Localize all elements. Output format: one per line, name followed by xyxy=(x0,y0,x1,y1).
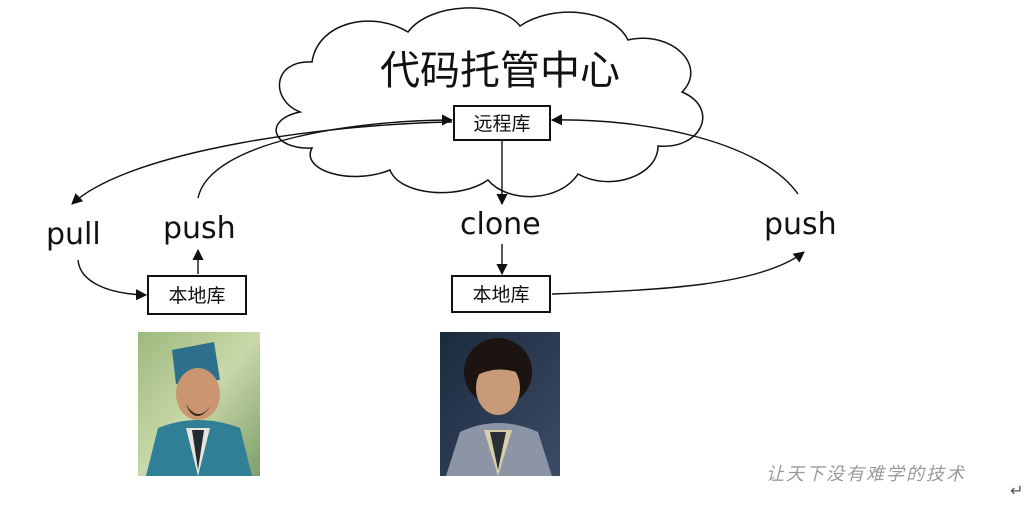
person-portrait-right-icon xyxy=(440,332,560,476)
pull-label: pull xyxy=(46,217,101,252)
clone-label: clone xyxy=(460,207,541,242)
paragraph-mark-icon: ↵ xyxy=(1010,481,1023,500)
left-local-repo-box xyxy=(147,275,247,315)
remote-repo-box xyxy=(453,105,551,141)
right-local-repo-box xyxy=(451,275,551,313)
code-hosting-cloud: 代码托管中心 xyxy=(275,7,704,198)
push-right-arrow-arc xyxy=(550,114,799,195)
pull-arrow-upper xyxy=(71,121,453,205)
left-local-repo-label: 本地库 xyxy=(168,285,225,307)
right-local-repo: 本地库 xyxy=(451,275,551,313)
cloud-title: 代码托管中心 xyxy=(380,48,620,94)
pull-arrow-lower xyxy=(77,259,148,301)
left-local-repo: 本地库 xyxy=(147,275,247,315)
cloud-shape xyxy=(275,7,704,198)
remote-repo-label: 远程库 xyxy=(473,113,530,135)
right-local-repo-label: 本地库 xyxy=(472,284,529,306)
push-left-arrow-arc xyxy=(197,114,454,199)
push-right-arrow-lower xyxy=(551,251,805,295)
push-right-label: push xyxy=(764,207,837,242)
watermark-text: 让天下没有难学的技术 xyxy=(766,464,966,485)
person-portrait-left-icon xyxy=(138,332,260,476)
push-left-label: push xyxy=(163,211,236,246)
arrows xyxy=(71,114,805,301)
remote-repo: 远程库 xyxy=(453,105,551,141)
